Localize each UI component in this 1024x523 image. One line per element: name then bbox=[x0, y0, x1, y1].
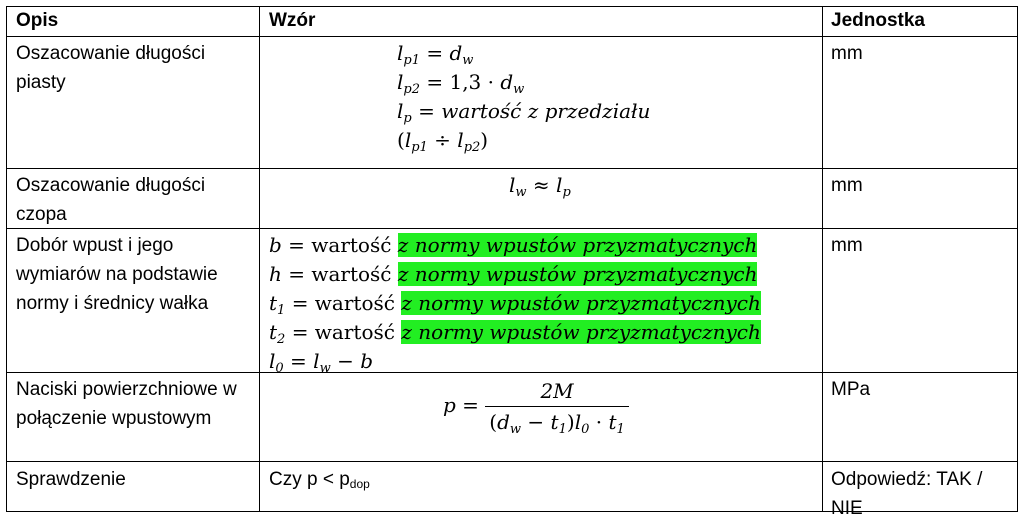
formula-line: l0 = lw − b bbox=[269, 349, 374, 376]
fraction-numerator: 2M bbox=[485, 378, 629, 407]
check-condition: Czy p < pdop bbox=[269, 469, 370, 491]
row-description: Naciski powierzchniowe w połączenie wpus… bbox=[16, 379, 237, 429]
row-unit: mm bbox=[831, 175, 863, 196]
formula-line: t1 = wartość z normy wpustów przyzmatycz… bbox=[269, 291, 761, 318]
highlighted-text: z normy wpustów przyzmatycznych bbox=[401, 291, 761, 315]
row-description: Oszacowanie długości piasty bbox=[16, 43, 206, 93]
fraction: 2M (dw − t1)l0 · t1 bbox=[485, 378, 629, 437]
header-jednostka: Jednostka bbox=[831, 10, 925, 31]
border-line bbox=[6, 372, 1018, 373]
row-unit: mm bbox=[831, 43, 863, 64]
row-description: Sprawdzenie bbox=[16, 469, 126, 490]
border-line bbox=[6, 36, 1018, 37]
table-row: Oszacowanie długości piasty lp1 = dw lp2… bbox=[6, 39, 1018, 167]
formula-line: lp = wartość z przedziału bbox=[397, 99, 651, 126]
border-line bbox=[6, 461, 1018, 462]
formula-line: (lp1 ÷ lp2) bbox=[397, 128, 489, 155]
formula-line: h = wartość z normy wpustów przyzmatyczn… bbox=[269, 262, 758, 286]
formula-cell: lw ≈ lp bbox=[269, 171, 819, 200]
highlighted-text: z normy wpustów przyzmatycznych bbox=[397, 233, 758, 257]
border-line bbox=[1017, 6, 1018, 512]
border-line bbox=[6, 511, 1018, 512]
formula-cell: p = 2M (dw − t1)l0 · t1 bbox=[269, 375, 819, 437]
header-row: Opis Wzór Jednostka bbox=[6, 6, 1018, 35]
row-unit: Odpowiedź: TAK / NIE bbox=[831, 469, 983, 519]
header-opis: Opis bbox=[16, 10, 59, 31]
pressure-formula: p = 2M (dw − t1)l0 · t1 bbox=[443, 378, 819, 437]
row-unit: MPa bbox=[831, 379, 871, 400]
row-description: Oszacowanie długości czopa bbox=[16, 175, 206, 225]
table-row: Dobór wpust i jego wymiarów na podstawie… bbox=[6, 231, 1018, 375]
highlighted-text: z normy wpustów przyzmatycznych bbox=[397, 262, 758, 286]
border-line bbox=[6, 168, 1018, 169]
border-line bbox=[6, 228, 1018, 229]
formula-line: lp1 = dw bbox=[397, 41, 474, 68]
formula-cell: lp1 = dw lp2 = 1,3 · dw lp = wartość z p… bbox=[269, 39, 819, 155]
formula-line: lw ≈ lp bbox=[509, 173, 571, 200]
highlighted-text: z normy wpustów przyzmatycznych bbox=[401, 320, 761, 344]
formula-line: t2 = wartość z normy wpustów przyzmatycz… bbox=[269, 320, 761, 347]
table-row: Sprawdzenie Czy p < pdop Odpowiedź: TAK … bbox=[6, 465, 1018, 519]
formula-line: lp2 = 1,3 · dw bbox=[397, 70, 525, 97]
formula-table: Opis Wzór Jednostka Oszacowanie długości… bbox=[6, 6, 1018, 519]
row-description: Dobór wpust i jego wymiarów na podstawie… bbox=[16, 235, 218, 314]
border-line bbox=[6, 6, 1018, 7]
row-unit: mm bbox=[831, 235, 863, 256]
table-row: Naciski powierzchniowe w połączenie wpus… bbox=[6, 375, 1018, 463]
table-row: Oszacowanie długości czopa lw ≈ lp mm bbox=[6, 171, 1018, 227]
fraction-denominator: (dw − t1)l0 · t1 bbox=[489, 410, 625, 437]
border-line bbox=[6, 6, 7, 512]
formula-line: b = wartość z normy wpustów przyzmatyczn… bbox=[269, 233, 758, 257]
formula-cell: b = wartość z normy wpustów przyzmatyczn… bbox=[269, 231, 819, 376]
header-wzor: Wzór bbox=[269, 10, 316, 31]
border-line bbox=[259, 6, 260, 512]
border-line bbox=[822, 6, 823, 512]
header-background bbox=[6, 6, 1018, 35]
